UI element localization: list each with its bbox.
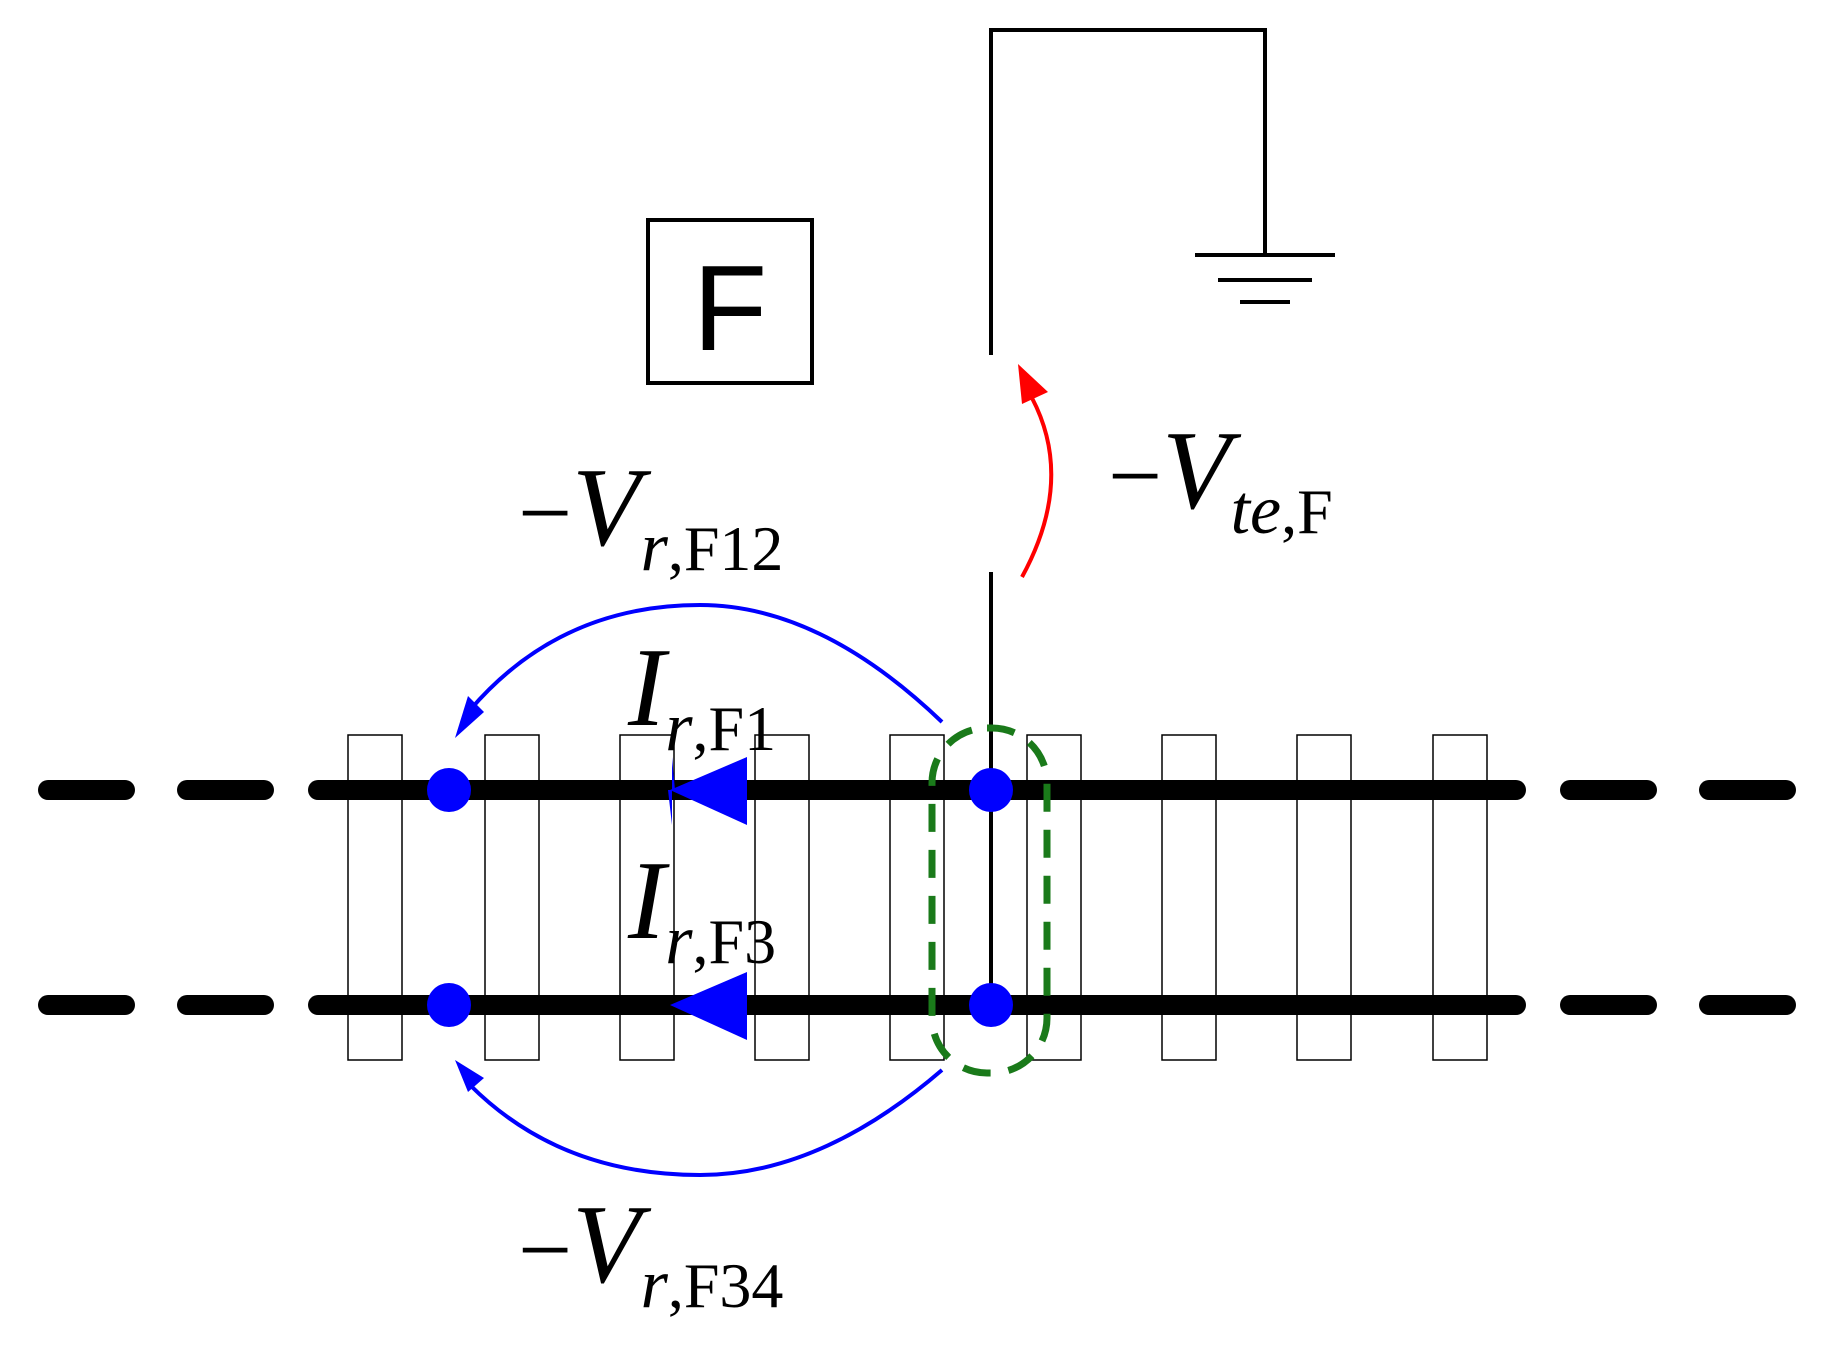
connection-wire-upper <box>989 28 1267 355</box>
node <box>427 983 471 1027</box>
label-vr12: −Vr,F12 <box>518 446 783 586</box>
current-arrow-head <box>670 972 747 1040</box>
voltage-arc-rail-bottom-head <box>455 1060 484 1092</box>
voltage-arc-earth <box>1020 397 1054 578</box>
label-vte: −Vte,F <box>1108 409 1333 549</box>
connection-group-outline <box>928 724 1051 1077</box>
voltage-arc-rail-top-head <box>455 696 484 738</box>
label-ir3: Ir,F3 <box>627 839 776 979</box>
location-box: F <box>646 218 814 385</box>
node <box>427 768 471 812</box>
ground-symbol-icon <box>1195 253 1335 304</box>
current-arrow-head <box>670 757 747 825</box>
label-vr34: −Vr,F34 <box>518 1183 783 1323</box>
voltage-arc-rail-bottom <box>468 1068 944 1178</box>
nodes <box>427 768 1013 1027</box>
node <box>969 983 1013 1027</box>
voltage-arc-earth-head <box>1018 364 1048 404</box>
label-ir1: Ir,F1 <box>627 626 776 766</box>
location-box-label: F <box>693 240 768 376</box>
voltage-arc-rail-top <box>468 602 944 724</box>
node <box>969 768 1013 812</box>
current-arrow-icon <box>668 757 675 825</box>
